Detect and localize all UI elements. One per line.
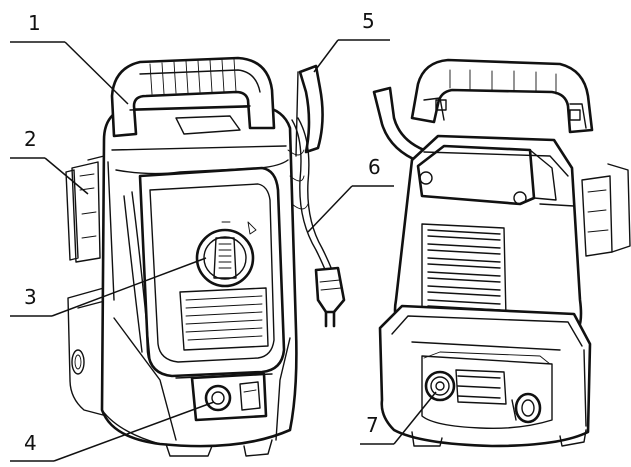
power-cord	[287, 117, 346, 328]
high-pressure-outlet	[424, 370, 456, 402]
front-view-washer	[65, 56, 346, 457]
rear-view-washer	[372, 58, 631, 448]
callout-1: 1	[10, 11, 129, 105]
callout-3: 3	[10, 257, 207, 317]
main-body	[100, 104, 298, 448]
rear-side-bracket	[581, 163, 631, 257]
callout-5: 5	[313, 9, 390, 73]
callout-label-7: 7	[366, 413, 379, 437]
side-inlet-fitting	[511, 392, 542, 424]
callout-label-4: 4	[24, 431, 37, 455]
on-off-switch	[190, 372, 268, 422]
callout-label-5: 5	[362, 9, 375, 33]
carry-handle	[110, 56, 276, 138]
callout-2: 2	[10, 127, 89, 195]
callout-4: 4	[10, 401, 215, 462]
callout-7: 7	[360, 391, 437, 445]
front-vent	[179, 287, 269, 351]
pressure-dial	[195, 221, 257, 288]
base-feet	[101, 409, 273, 457]
callout-6: 6	[307, 155, 394, 233]
hose-bracket-left	[65, 155, 105, 263]
callout-label-1: 1	[28, 11, 41, 35]
inlet-grill	[455, 369, 507, 405]
callout-label-3: 3	[24, 285, 37, 309]
cord-hook	[295, 64, 324, 157]
callout-label-2: 2	[24, 127, 37, 151]
rear-base	[378, 304, 592, 448]
callout-label-6: 6	[368, 155, 381, 179]
rear-carry-handle	[410, 58, 594, 134]
